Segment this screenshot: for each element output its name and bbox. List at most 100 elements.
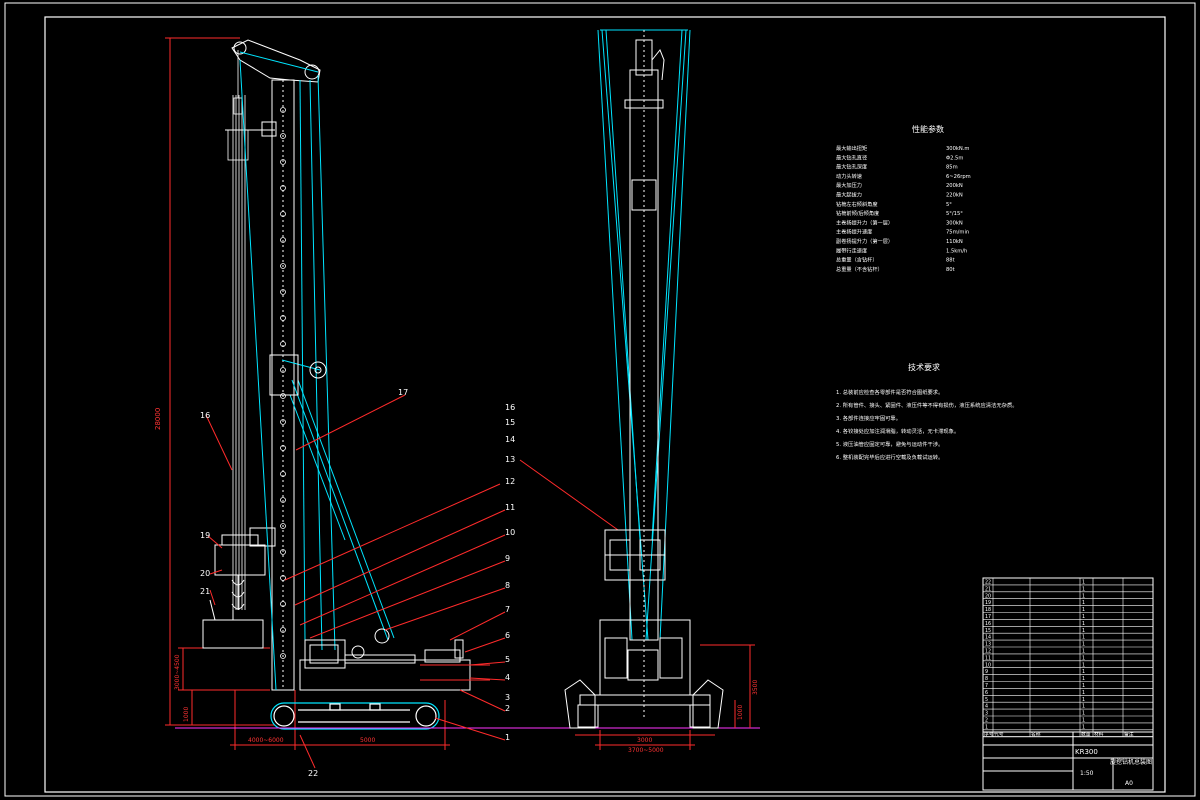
mast-hole xyxy=(280,341,286,347)
callout-left-20: 20 xyxy=(200,569,210,578)
parts-cell: 18 xyxy=(985,607,991,613)
param-label: 履带行走速度 xyxy=(836,246,867,254)
parts-cell: 1 xyxy=(1082,676,1085,682)
callout-right-1: 1 xyxy=(505,733,510,742)
param-value: Φ2.5m xyxy=(946,155,963,161)
parts-cell: 1 xyxy=(1082,724,1085,730)
drawing-frame xyxy=(4,2,1196,797)
side-elevation-view: 28000 3000~4500 1000 4000~6000 5000 xyxy=(154,37,760,778)
dim-left-bottom-b: 5000 xyxy=(360,737,375,744)
param-label: 最大钻孔深度 xyxy=(836,163,867,171)
parts-cell: 1 xyxy=(1082,704,1085,710)
parts-header-cell: 序号 xyxy=(984,730,994,737)
left-leader-lines xyxy=(205,394,406,769)
parts-cell: 21 xyxy=(985,586,991,592)
mast-hole xyxy=(280,185,286,191)
mast-hole xyxy=(280,159,286,165)
crawler-track-side xyxy=(270,702,440,730)
parts-cell: 6 xyxy=(985,690,988,696)
parts-cell: 5 xyxy=(985,697,988,703)
front-mast xyxy=(624,30,665,720)
param-value: 200kN xyxy=(946,183,963,189)
callout-right-4: 4 xyxy=(505,673,510,682)
dim-front-bottom-a: 3000 xyxy=(637,737,652,744)
dim-front-v1: 3500 xyxy=(752,680,759,695)
parts-cell: 1 xyxy=(1082,649,1085,655)
right-leader-lines xyxy=(284,459,619,741)
mast-holes xyxy=(280,107,286,659)
parts-cell: 1 xyxy=(985,724,988,730)
mast-hole xyxy=(280,471,286,477)
parts-cell: 13 xyxy=(985,642,991,648)
parts-cell: 1 xyxy=(1082,580,1085,586)
callout-right-13: 13 xyxy=(505,455,515,464)
parts-cell: 1 xyxy=(1082,614,1085,620)
parts-cell: 4 xyxy=(985,704,988,710)
callout-right-7: 7 xyxy=(505,605,510,614)
parts-cell: 1 xyxy=(1082,690,1085,696)
parts-cell: 1 xyxy=(1082,718,1085,724)
parts-cell: 1 xyxy=(1082,669,1085,675)
parts-cell: 19 xyxy=(985,600,991,606)
front-elevation-view: 3000 3700~5000 3500 1000 xyxy=(564,29,759,754)
requirements-title: 技术要求 xyxy=(908,362,940,372)
callout-left-16: 16 xyxy=(200,411,210,420)
mast-hole xyxy=(280,653,286,659)
param-label: 动力头转速 xyxy=(836,172,862,180)
param-label: 总重量（不含钻杆） xyxy=(836,265,883,273)
front-rotary-head xyxy=(604,529,666,581)
param-value: 5°/15° xyxy=(946,211,963,217)
mast-hole xyxy=(280,367,286,373)
dim-left-small-2: 1000 xyxy=(183,707,190,722)
parts-cell: 1 xyxy=(1082,642,1085,648)
callout-left-19: 19 xyxy=(200,531,210,540)
parts-cell: 1 xyxy=(1082,593,1085,599)
mast-hole xyxy=(280,211,286,217)
title-block-name: 旋挖钻机总装图 xyxy=(1110,758,1152,766)
mast-hole xyxy=(280,263,286,269)
callout-left-21: 21 xyxy=(200,587,210,596)
requirement-item: 5. 液压油管应固定可靠，避免与运动件干涉。 xyxy=(836,440,943,448)
callout-right-5: 5 xyxy=(505,655,510,664)
front-body xyxy=(579,619,711,706)
requirement-item: 2. 所有管件、接头、紧固件、液压件等不得有损伤，液压系统应清洁无杂质。 xyxy=(836,401,1018,409)
parts-cell: 1 xyxy=(1082,711,1085,717)
dim-front-bottom-b: 3700~5000 xyxy=(628,747,664,754)
drill-bucket xyxy=(202,599,264,649)
parts-cell: 20 xyxy=(985,593,991,599)
parts-header-cell: 名称 xyxy=(1031,730,1041,737)
front-dimensions xyxy=(575,644,755,750)
mast-hole xyxy=(280,575,286,581)
parts-cell: 3 xyxy=(985,711,988,717)
mast-hole xyxy=(280,133,286,139)
parts-cell: 15 xyxy=(985,628,991,634)
title-block-frame xyxy=(982,731,1154,791)
title-block-part-no: KR300 xyxy=(1075,748,1098,756)
param-label: 副卷扬提升力（第一层） xyxy=(836,237,893,245)
callout-right-12: 12 xyxy=(505,477,515,486)
param-label: 主卷扬提升力（第一层） xyxy=(836,218,893,226)
parts-cell: 1 xyxy=(1082,635,1085,641)
param-value: 1.5km/h xyxy=(946,248,967,254)
parts-cell: 16 xyxy=(985,621,991,627)
parts-cell: 9 xyxy=(985,669,988,675)
param-label: 钻桅左右倾斜角度 xyxy=(836,200,878,208)
parts-cell: 17 xyxy=(985,614,991,620)
requirement-item: 3. 各部件连接应牢固可靠。 xyxy=(836,414,901,422)
parts-cell: 1 xyxy=(1082,600,1085,606)
luffing-cylinder xyxy=(239,51,395,691)
parts-cell: 12 xyxy=(985,649,991,655)
callout-right-10: 10 xyxy=(505,528,515,537)
dim-front-v2: 1000 xyxy=(737,705,744,720)
param-label: 最大加压力 xyxy=(836,181,862,189)
param-value: 6~26rpm xyxy=(946,174,971,180)
callout-right-11: 11 xyxy=(505,503,515,512)
parts-cell: 7 xyxy=(985,683,988,689)
parts-cell: 1 xyxy=(1082,697,1085,703)
param-label: 最大输出扭矩 xyxy=(836,144,867,152)
callout-right-16: 16 xyxy=(505,403,515,412)
param-value: 220kN xyxy=(946,193,963,199)
